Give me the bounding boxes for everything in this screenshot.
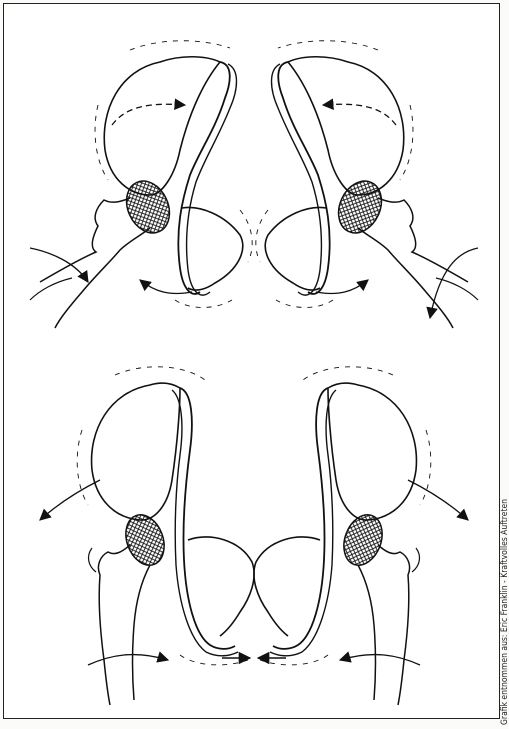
image-credit: Grafik entnommen aus: Eric Franklin - Kr… — [500, 499, 509, 725]
top-left-pelvis — [95, 41, 252, 308]
top-right-pelvis — [256, 41, 413, 308]
bottom-right-femur — [337, 509, 420, 705]
top-right-femur — [330, 174, 478, 328]
bottom-left-femur — [88, 509, 171, 705]
top-left-femur — [30, 174, 178, 328]
